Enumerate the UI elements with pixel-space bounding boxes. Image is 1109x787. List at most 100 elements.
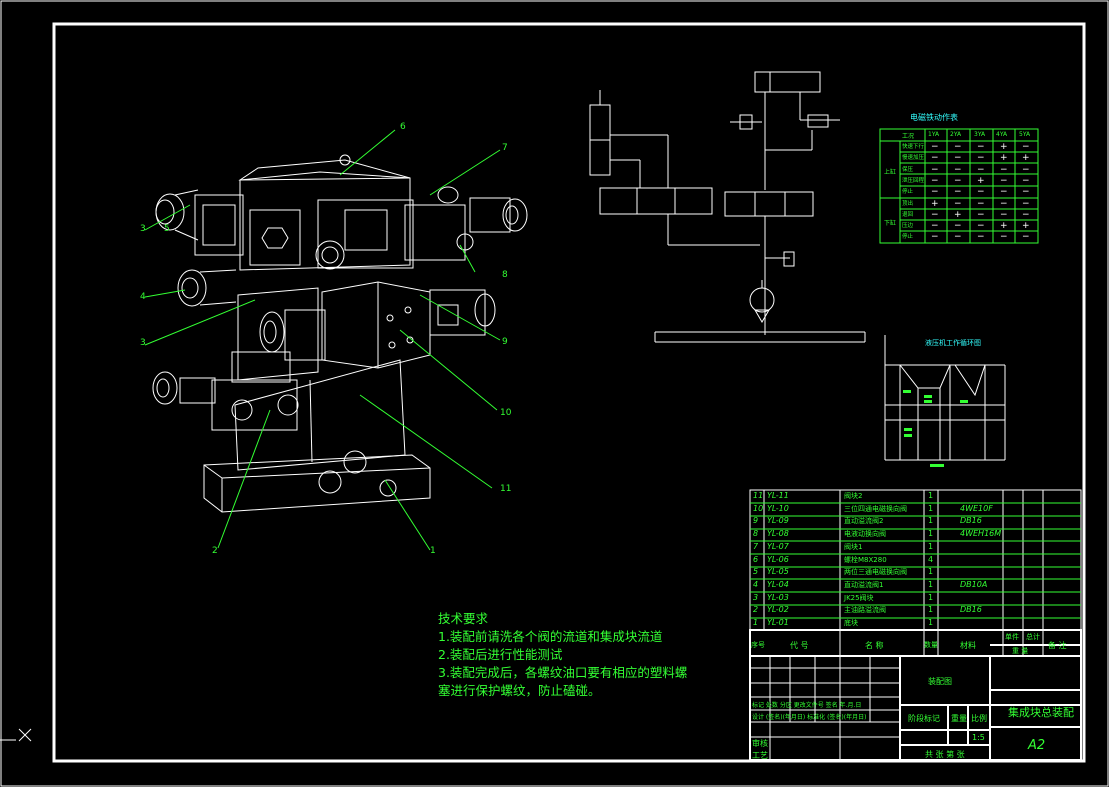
bom-cell-code: YL-02 xyxy=(767,605,789,615)
solenoid-cell: − xyxy=(954,221,962,232)
solenoid-cell: − xyxy=(977,232,985,243)
bom-header-material: 材料 xyxy=(960,641,976,650)
bom-cell-name: 三位四通电磁换向阀 xyxy=(844,504,907,513)
balloon-7: 7 xyxy=(502,143,508,153)
bom-cell-code: YL-03 xyxy=(767,592,789,602)
sheets-label: 共 张 第 张 xyxy=(925,750,965,759)
bom-cell-name: 底块 xyxy=(844,619,858,627)
solenoid-cell: − xyxy=(1022,142,1030,152)
bom-cell-name: 主油路溢流阀 xyxy=(844,606,886,615)
solenoid-row-label: 停止 xyxy=(902,234,914,241)
bom-header-weight: 重 量 xyxy=(1012,647,1029,655)
solenoid-cell: − xyxy=(931,232,939,243)
bom-header-name: 名 称 xyxy=(865,641,884,650)
bom-cell-qty: 1 xyxy=(928,516,934,526)
solenoid-cell: − xyxy=(954,175,962,186)
bom-cell-no: 4 xyxy=(753,579,759,589)
bom-cell-name: 两位三通电磁换向阀 xyxy=(844,568,907,577)
balloon-1: 1 xyxy=(430,546,436,556)
solenoid-cell: + xyxy=(954,209,962,220)
bom-header-code: 代 号 xyxy=(790,641,809,650)
bom-cell-no: 5 xyxy=(753,567,759,577)
solenoid-cell: − xyxy=(1000,209,1008,220)
bom-cell-no: 1 xyxy=(753,618,759,627)
solenoid-cell: + xyxy=(1000,153,1008,164)
solenoid-row-label: 顶出 xyxy=(902,200,914,207)
solenoid-cell: + xyxy=(1000,142,1008,152)
sign-row-2: 设计 (签名)(年月日) 标准化 (签名)(年月日) xyxy=(752,714,867,721)
solenoid-cell: − xyxy=(1022,164,1030,175)
solenoid-row: 顶出+−−−− xyxy=(900,199,1038,210)
solenoid-cell: − xyxy=(977,164,985,175)
weight-label: 重量 xyxy=(951,714,967,723)
bom-cell-name: 电液动换向阀 xyxy=(844,530,886,539)
bom-cell-qty: 1 xyxy=(928,503,934,513)
stage-label: 阶段标记 xyxy=(908,714,940,723)
bom-row-lines xyxy=(750,502,1081,619)
tech-title: 技术要求 xyxy=(438,611,489,626)
solenoid-cell: + xyxy=(1000,221,1008,232)
solenoid-row-label: 退回 xyxy=(902,211,914,218)
bom-cell-no: 10 xyxy=(753,503,764,513)
balloon-11: 11 xyxy=(500,484,512,494)
cycle-chart-drawing xyxy=(884,335,1006,461)
solenoid-row-label: 泄压回程 xyxy=(902,177,925,184)
solenoid-cell: − xyxy=(954,153,962,164)
balloon-leaders xyxy=(144,129,501,551)
solenoid-row: 停止−−−−− xyxy=(900,187,1038,198)
cycle-chart-marks xyxy=(903,390,968,467)
solenoid-cell: − xyxy=(931,187,939,198)
bom-cell-qty: 1 xyxy=(928,541,934,551)
bom-cell-code: YL-08 xyxy=(767,529,789,539)
solenoid-cell: − xyxy=(931,221,939,232)
group-lower: 下缸 xyxy=(884,220,897,227)
solenoid-cell: − xyxy=(977,142,985,152)
bom-cell-qty: 4 xyxy=(928,554,934,564)
solenoid-cell: − xyxy=(1000,232,1008,243)
solenoid-row: 泄压回程−−+−− xyxy=(900,176,1038,187)
balloon-3a: 3 xyxy=(140,224,146,234)
process-label: 工艺 xyxy=(752,751,768,760)
bom-cell-qty: 1 xyxy=(928,529,934,539)
bom-header-no: 序号 xyxy=(751,641,765,649)
cycle-chart-title: 液压机工作循环图 xyxy=(925,339,981,347)
solenoid-cell: − xyxy=(931,153,939,164)
assembly-label: 装配图 xyxy=(928,677,952,686)
hydraulic-schematic xyxy=(589,71,866,343)
solenoid-cell: + xyxy=(977,175,985,186)
balloon-10: 10 xyxy=(500,408,512,418)
solenoid-cell: + xyxy=(931,198,939,209)
bom-cell-code: YL-07 xyxy=(767,541,789,551)
solenoid-table-header: 工况 1YA 2YA 3YA 4YA 5YA xyxy=(880,131,1038,141)
bom-header-remark: 备 注 xyxy=(1048,641,1067,650)
bom-cell-code: YL-05 xyxy=(767,567,789,577)
solenoid-row-label: 停止 xyxy=(902,189,914,196)
bom-cell-name: 阀块2 xyxy=(844,492,863,500)
solenoid-cell: − xyxy=(977,209,985,220)
solenoid-cell: − xyxy=(931,164,939,175)
bom-cell-name: 阀块1 xyxy=(844,542,863,551)
solenoid-row: 慢速加压−−−++ xyxy=(900,153,1038,164)
bom-cell-no: 8 xyxy=(753,529,759,539)
bom-cell-no: 6 xyxy=(753,554,759,564)
bom-cell-material: DB16 xyxy=(960,605,982,615)
header-4ya: 4YA xyxy=(996,131,1008,138)
solenoid-row-label: 快速下行 xyxy=(902,144,925,150)
header-2ya: 2YA xyxy=(950,131,962,138)
bom-header: 序号 代 号 名 称 数量 材料 单件 总计 重 量 备 注 xyxy=(750,630,1081,656)
sign-grid xyxy=(750,656,900,760)
scale-label: 比例 xyxy=(971,714,987,723)
review-label: 审核 xyxy=(752,739,768,748)
